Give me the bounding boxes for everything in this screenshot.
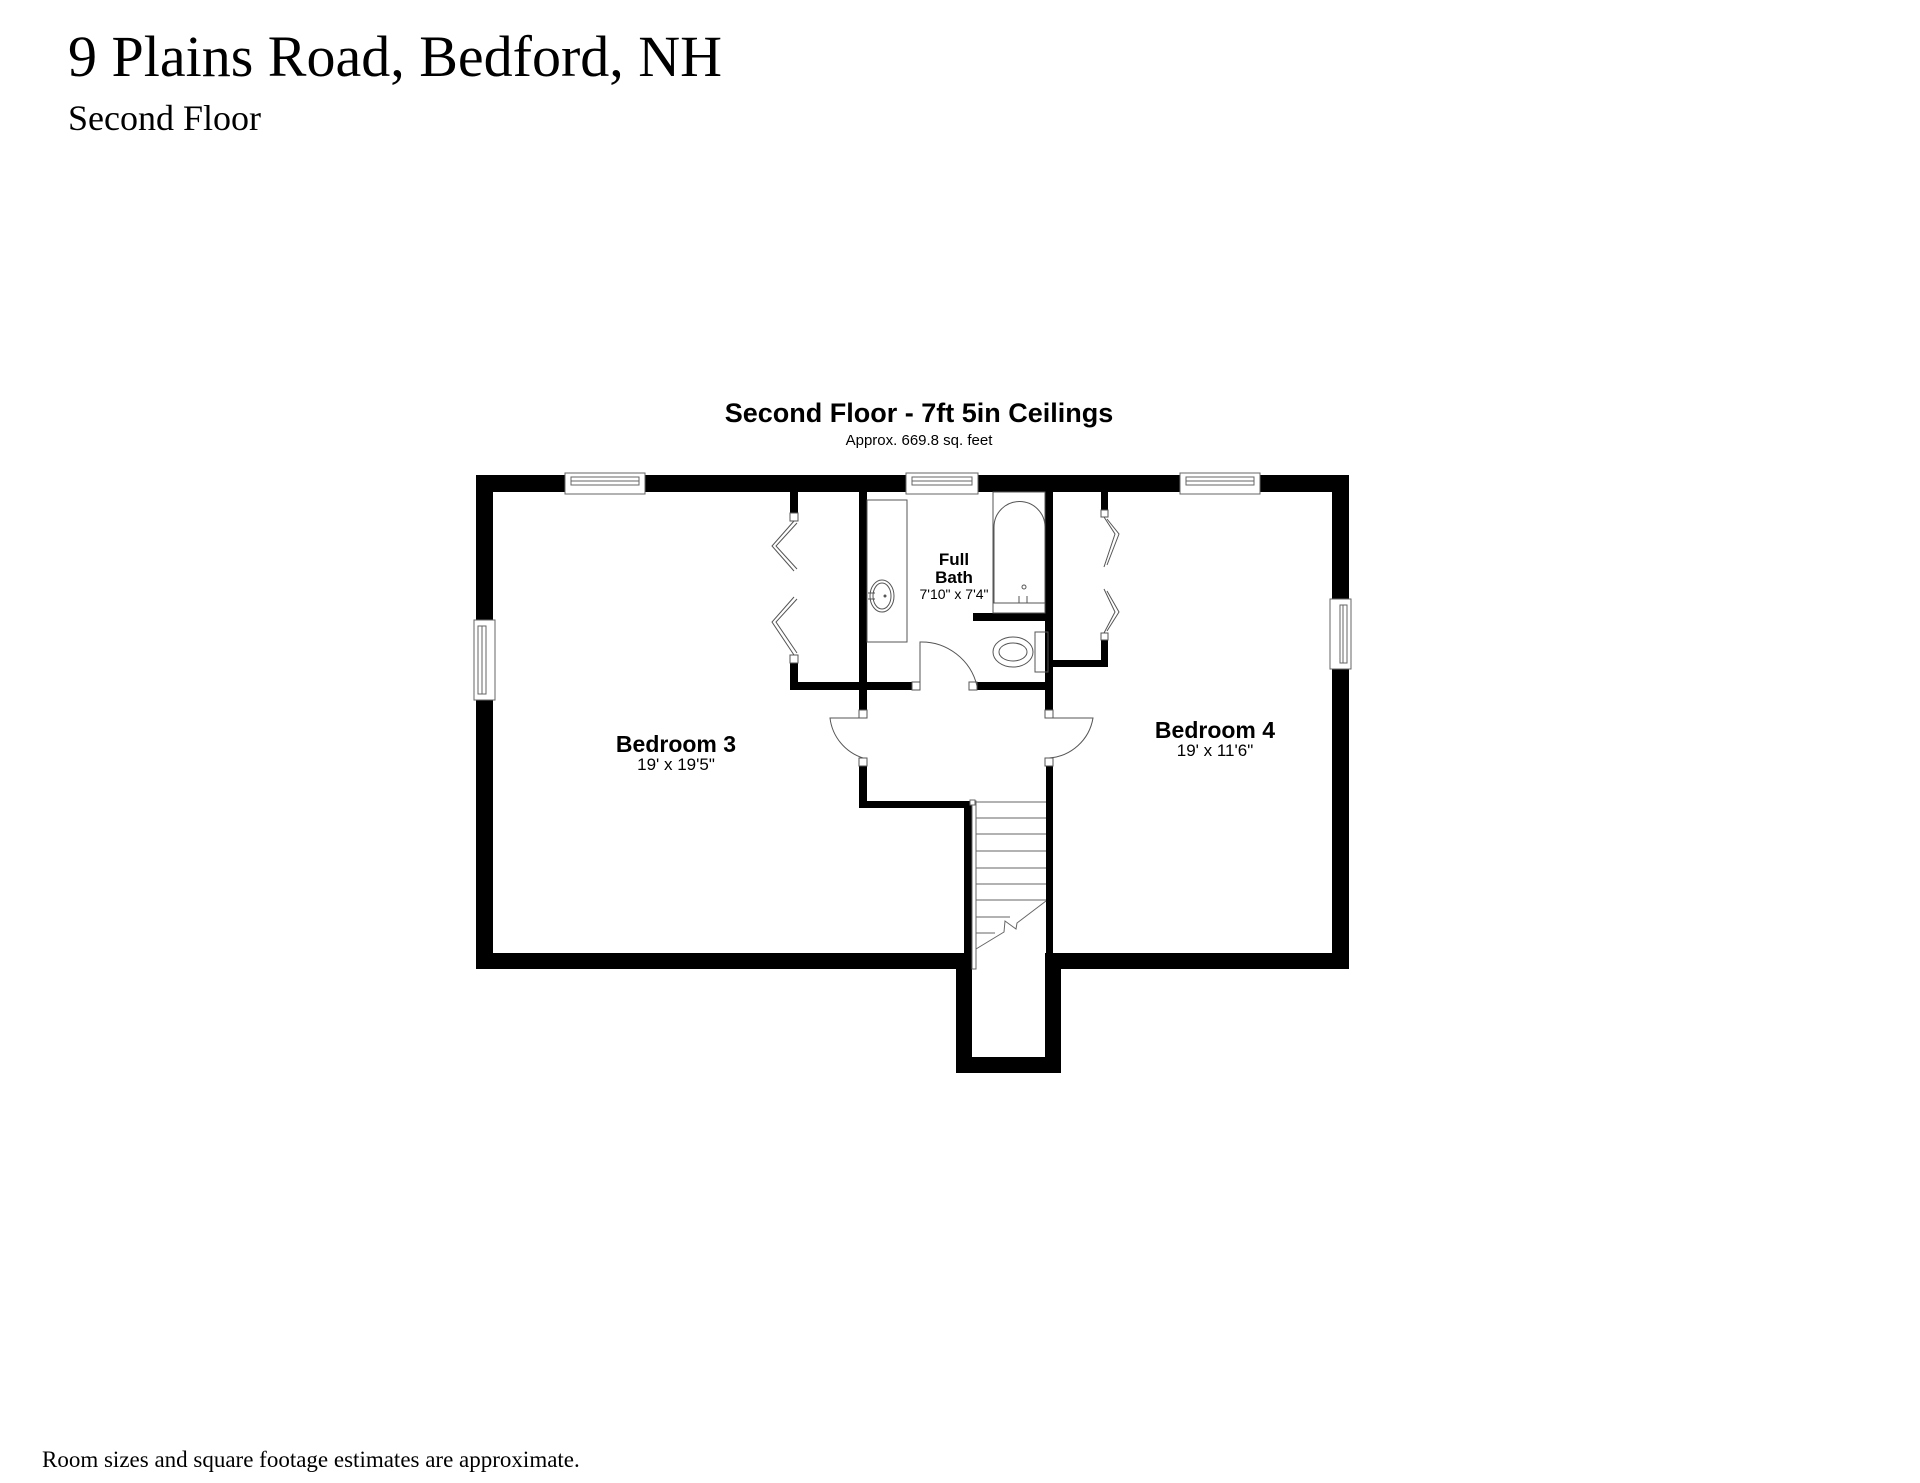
room-name-line1: Full: [938, 550, 970, 569]
sink-icon: [869, 579, 895, 613]
closet-bifold-doors: [771, 516, 1120, 656]
staircase: [969, 799, 1047, 970]
outer-walls: [476, 475, 1349, 1073]
window-icon: [1179, 472, 1261, 495]
door-jambs: [789, 509, 1109, 767]
toilet-icon: [992, 636, 1034, 668]
window-icon: [905, 472, 979, 495]
windows: [473, 472, 1352, 701]
window-icon: [564, 472, 646, 495]
plan-title: Second Floor - 7ft 5in Ceilings: [724, 398, 1114, 428]
room-name: Bedroom 3: [615, 731, 737, 757]
footer-disclaimer: Room sizes and square footage estimates …: [42, 1447, 580, 1472]
toilet-tank-icon: [1034, 631, 1049, 673]
room-dimensions: 19' x 19'5": [637, 755, 715, 775]
room-full-bath: Full Bath 7'10" x 7'4": [898, 551, 1010, 602]
swing-doors: [829, 641, 1094, 759]
room-dimensions: 19' x 11'6": [1176, 741, 1254, 761]
window-icon: [1329, 598, 1352, 670]
room-bedroom-4: Bedroom 4 19' x 11'6": [1115, 718, 1315, 761]
interior-walls: [790, 492, 1108, 956]
bath-fixtures: [866, 491, 1049, 673]
vanity-icon: [866, 499, 908, 643]
window-icon: [473, 619, 496, 701]
floor-subtitle: Second Floor: [68, 98, 261, 138]
room-name-line2: Bath: [935, 567, 973, 587]
property-address-title: 9 Plains Road, Bedford, NH: [68, 24, 723, 89]
room-dimensions: 7'10" x 7'4": [919, 585, 989, 602]
room-name: Bedroom 4: [1154, 717, 1276, 743]
plan-area: Approx. 669.8 sq. feet: [845, 432, 993, 449]
room-bedroom-3: Bedroom 3 19' x 19'5": [576, 732, 776, 775]
